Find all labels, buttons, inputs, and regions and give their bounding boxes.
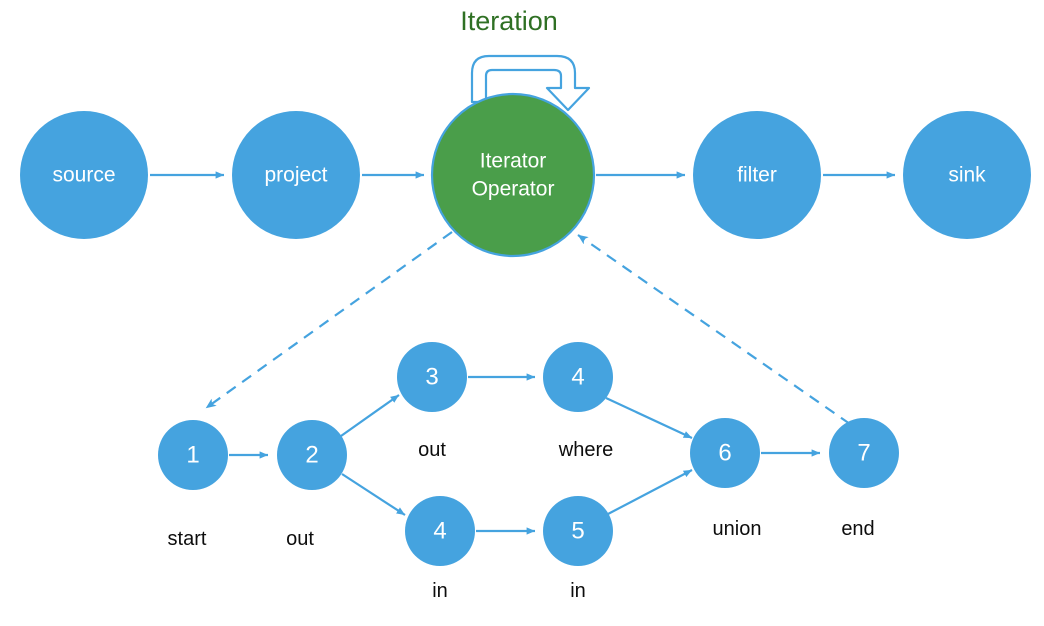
edge-n2-to-n4in: [341, 473, 406, 516]
node-n7-circle[interactable]: [829, 418, 899, 488]
caption-n2-out: out: [286, 528, 314, 550]
node-source[interactable]: source: [20, 111, 148, 239]
iteration-loop-outline: [470, 54, 591, 112]
node-n3[interactable]: 3: [397, 342, 467, 412]
node-n3-label: 3: [425, 363, 438, 390]
pipeline-nodes: source project Iterator Operator filter …: [20, 92, 1031, 258]
edge-n4where-to-n6: [605, 397, 693, 439]
node-filter[interactable]: filter: [693, 111, 821, 239]
node-sink-label: sink: [948, 164, 986, 187]
node-sink[interactable]: sink: [903, 111, 1031, 239]
node-n2-label: 2: [305, 441, 318, 468]
iteration-loop-arrow: [470, 54, 591, 112]
node-n6-circle[interactable]: [690, 418, 760, 488]
caption-n3-out: out: [418, 439, 446, 461]
node-n4-where-circle[interactable]: [543, 342, 613, 412]
caption-n7-end: end: [841, 518, 874, 540]
diagram-title: Iteration: [460, 6, 558, 36]
node-n6[interactable]: 6: [690, 418, 760, 488]
node-n2[interactable]: 2: [277, 420, 347, 490]
edge-n2-to-n3: [340, 394, 400, 437]
node-n5-label: 5: [571, 517, 584, 544]
edge-n5-to-n6: [607, 469, 693, 515]
node-n1-circle[interactable]: [158, 420, 228, 490]
node-project-label: project: [264, 164, 327, 187]
node-sink-circle[interactable]: [903, 111, 1031, 239]
node-n5[interactable]: 5: [543, 496, 613, 566]
node-n4-where[interactable]: 4: [543, 342, 613, 412]
node-n7[interactable]: 7: [829, 418, 899, 488]
node-n1-label: 1: [186, 441, 199, 468]
node-project-circle[interactable]: [232, 111, 360, 239]
dashed-end-returns-to-iterator: [577, 234, 851, 425]
caption-n4-in: in: [432, 580, 448, 602]
dashed-links: [205, 231, 851, 425]
node-iterator-operator-label-line1: Iterator: [480, 150, 547, 173]
node-n4-in[interactable]: 4: [405, 496, 475, 566]
caption-n1-start: start: [168, 528, 207, 550]
node-iterator-operator-circle[interactable]: [430, 92, 596, 258]
subgraph-captions: start out out where in in union end: [168, 439, 875, 602]
node-n4-in-label: 4: [433, 517, 446, 544]
subgraph-nodes: 1 2 3 4 4 5 6: [158, 342, 899, 566]
node-n5-circle[interactable]: [543, 496, 613, 566]
node-n4-where-label: 4: [571, 363, 584, 390]
node-n2-circle[interactable]: [277, 420, 347, 490]
caption-n4-where: where: [558, 439, 613, 461]
node-n4-in-circle[interactable]: [405, 496, 475, 566]
node-filter-circle[interactable]: [693, 111, 821, 239]
caption-n6-union: union: [713, 518, 762, 540]
node-source-circle[interactable]: [20, 111, 148, 239]
node-source-label: source: [52, 164, 115, 187]
node-n1[interactable]: 1: [158, 420, 228, 490]
node-iterator-operator[interactable]: Iterator Operator: [430, 92, 596, 258]
subgraph-edges: [229, 373, 821, 535]
node-n7-label: 7: [857, 439, 870, 466]
node-n6-label: 6: [718, 439, 731, 466]
node-n3-circle[interactable]: [397, 342, 467, 412]
node-iterator-operator-label-line2: Operator: [472, 178, 555, 201]
caption-n5-in: in: [570, 580, 586, 602]
node-project[interactable]: project: [232, 111, 360, 239]
node-filter-label: filter: [737, 164, 777, 187]
dashed-iterator-expands-to-start: [205, 231, 453, 409]
